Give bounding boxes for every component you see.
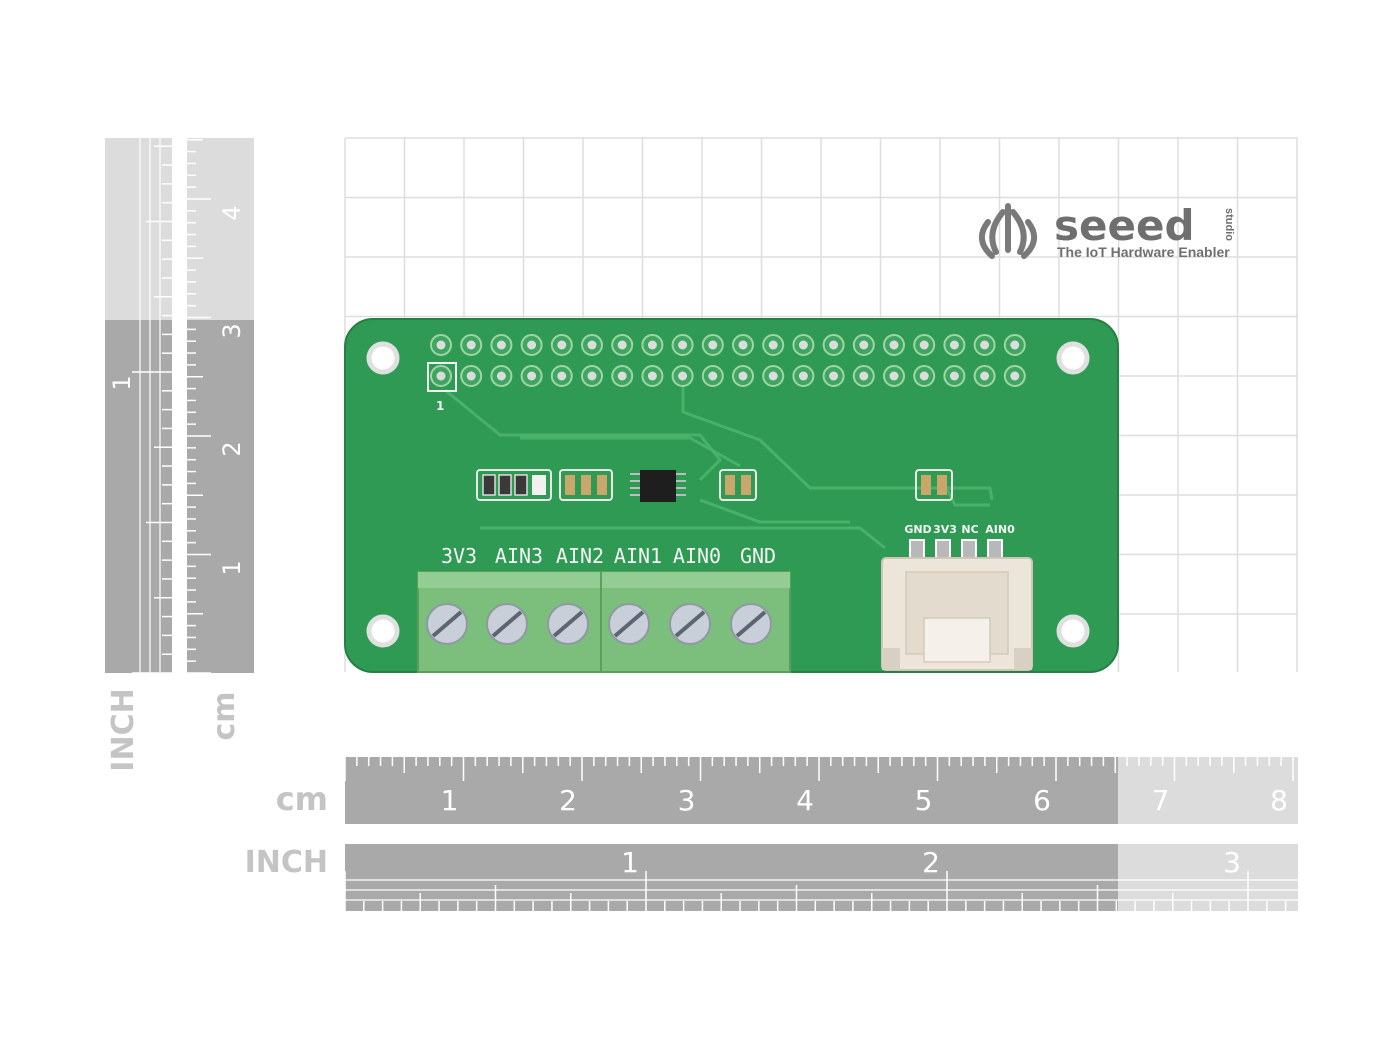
screw-slot: [613, 610, 645, 638]
vertical-cm-label: cm: [207, 691, 242, 740]
vertical-cm-ruler: 1 2 3 4: [187, 138, 254, 674]
smd-components: [476, 469, 953, 502]
vertical-inch-number: 1: [108, 375, 136, 390]
header-pad-hole: [496, 371, 506, 381]
grove-label-ain0: AIN0: [985, 523, 1015, 536]
terminal-label-ain3: AIN3: [495, 544, 543, 568]
grove-label-3v3: 3V3: [933, 523, 957, 536]
header-pad-hole: [949, 340, 959, 350]
header-pad-hole: [708, 371, 718, 381]
cm-number: 4: [796, 784, 814, 817]
svg-text:1: 1: [436, 399, 444, 413]
horizontal-cm-label: cm: [276, 780, 328, 818]
grove-connector: [881, 539, 1033, 671]
header-pad-hole: [798, 340, 808, 350]
header-pad-hole: [647, 340, 657, 350]
header-pad-hole: [859, 371, 869, 381]
header-pad-hole: [557, 340, 567, 350]
cm-number: 3: [678, 784, 696, 817]
terminal-label-3v3: 3V3: [441, 544, 477, 568]
grove-label-gnd: GND: [904, 523, 931, 536]
grove-label-nc: NC: [961, 523, 978, 536]
header-pad-hole: [466, 340, 476, 350]
brand-suffix: studio: [1223, 208, 1235, 241]
vertical-cm-number-4: 4: [218, 205, 246, 220]
adc-hat-board: 1: [344, 318, 1119, 673]
terminal-label-ain1: AIN1: [614, 544, 662, 568]
header-pad-hole: [980, 340, 990, 350]
inch-number: 2: [922, 846, 940, 879]
cm-number: 7: [1152, 784, 1170, 817]
header-pad-hole: [919, 371, 929, 381]
terminal-label-gnd: GND: [740, 544, 776, 568]
inch-number: 1: [621, 846, 639, 879]
vertical-cm-number-3: 3: [218, 323, 246, 338]
vertical-inch-label: INCH: [106, 688, 141, 771]
pcb-traces: [444, 378, 994, 550]
header-pad-hole: [587, 340, 597, 350]
header-pad-hole: [587, 371, 597, 381]
pin1-marker: 1: [427, 362, 457, 413]
header-pad-hole: [829, 340, 839, 350]
header-pad-hole: [1010, 371, 1020, 381]
gpio-header-pads: [430, 334, 1026, 387]
screw-terminal-block: [417, 571, 791, 673]
horizontal-inch-label: INCH: [245, 845, 328, 880]
header-pad-hole: [527, 340, 537, 350]
header-pad-hole: [678, 371, 688, 381]
inch-number: 3: [1223, 846, 1241, 879]
header-pad-hole: [919, 340, 929, 350]
seeed-lotus-icon: [979, 203, 1037, 259]
cm-number: 6: [1033, 784, 1051, 817]
header-pad-hole: [678, 340, 688, 350]
seeed-logo: seeed studio The IoT Hardware Enabler: [979, 201, 1235, 260]
horizontal-cm-ruler: 1 2 3 4 5 6 7 8: [344, 757, 1298, 824]
header-pad-hole: [617, 340, 627, 350]
cm-number: 5: [915, 784, 933, 817]
header-pad-hole: [617, 371, 627, 381]
header-pad-hole: [738, 371, 748, 381]
header-pad-hole: [859, 340, 869, 350]
screw-slot: [552, 610, 584, 638]
header-pad-hole: [436, 340, 446, 350]
screw-slot: [431, 610, 463, 638]
header-pad-hole: [496, 340, 506, 350]
vertical-cm-number-2: 2: [218, 441, 246, 456]
header-pad-hole: [738, 340, 748, 350]
vertical-inch-ruler: 1: [105, 138, 172, 674]
header-pad-hole: [708, 340, 718, 350]
brand-tagline: The IoT Hardware Enabler: [1057, 244, 1230, 260]
header-pad-hole: [557, 371, 567, 381]
header-pad-hole: [436, 371, 446, 381]
header-pad-hole: [647, 371, 657, 381]
terminal-label-ain2: AIN2: [556, 544, 604, 568]
header-pad-hole: [768, 371, 778, 381]
cm-number: 2: [559, 784, 577, 817]
header-pad-hole: [768, 340, 778, 350]
header-pad-hole: [1010, 340, 1020, 350]
horizontal-inch-ruler: 1 2 3: [344, 844, 1298, 911]
adc-chip: [630, 470, 686, 502]
header-pad-hole: [466, 371, 476, 381]
screw-slot: [735, 610, 767, 638]
header-pad-hole: [889, 340, 899, 350]
vertical-cm-number-1: 1: [218, 560, 246, 575]
terminal-label-ain0: AIN0: [673, 544, 721, 568]
header-pad-hole: [889, 371, 899, 381]
grove-labels: GND 3V3 NC AIN0: [904, 523, 1015, 536]
mounting-holes: [366, 341, 1090, 648]
header-pad-hole: [527, 371, 537, 381]
cm-number: 1: [441, 784, 459, 817]
header-pad-hole: [949, 371, 959, 381]
screw-slot: [491, 610, 523, 638]
header-pad-hole: [798, 371, 808, 381]
brand-name: seeed: [1054, 201, 1195, 250]
terminal-labels: 3V3 AIN3 AIN2 AIN1 AIN0 GND: [441, 544, 776, 568]
cm-number: 8: [1270, 784, 1288, 817]
screw-slot: [674, 610, 706, 638]
header-pad-hole: [980, 371, 990, 381]
header-pad-hole: [829, 371, 839, 381]
